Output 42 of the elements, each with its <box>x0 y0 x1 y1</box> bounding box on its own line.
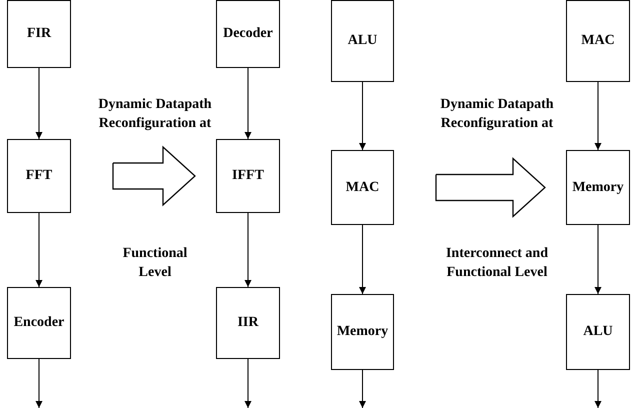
box-label: FIR <box>26 26 52 42</box>
arrow <box>359 224 366 294</box>
arrow <box>359 370 366 408</box>
box-label: FFT <box>26 168 52 184</box>
process-box <box>331 150 394 225</box>
process-box <box>566 150 630 225</box>
process-box <box>331 0 394 82</box>
process-box <box>7 0 71 68</box>
process-box <box>566 0 630 82</box>
annotation-text: Dynamic Datapath Reconfiguration at <box>439 96 555 133</box>
arrow <box>244 68 252 140</box>
process-box <box>331 294 394 370</box>
box-label: Decoder <box>223 26 273 42</box>
arrow <box>594 82 602 150</box>
arrow <box>244 212 252 288</box>
box-label: ALU <box>348 33 378 49</box>
process-box <box>216 0 280 68</box>
block-arrow <box>435 157 546 218</box>
arrow <box>36 358 42 408</box>
box-label: IFFT <box>232 168 264 184</box>
box-label: MAC <box>346 180 380 196</box>
process-box <box>566 294 630 370</box>
block-arrow <box>112 146 196 206</box>
arrow <box>36 212 42 288</box>
box-label: MAC <box>581 33 615 49</box>
arrow <box>244 358 252 408</box>
annotation-text: Functional Level <box>122 245 188 282</box>
box-label: ALU <box>583 324 613 340</box>
annotation-text: Interconnect and Functional Level <box>444 245 550 282</box>
process-box <box>7 287 71 359</box>
arrow <box>594 370 602 408</box>
box-label: IIR <box>237 315 258 331</box>
process-box <box>216 287 280 359</box>
box-label: Memory <box>572 180 624 196</box>
arrow <box>36 68 42 140</box>
process-box <box>216 139 280 213</box>
arrow <box>594 224 602 294</box>
arrow <box>359 82 366 150</box>
process-box <box>7 139 71 213</box>
annotation-text: Dynamic Datapath Reconfiguration at <box>97 96 213 133</box>
box-label: Encoder <box>14 315 64 331</box>
box-label: Memory <box>336 324 388 340</box>
